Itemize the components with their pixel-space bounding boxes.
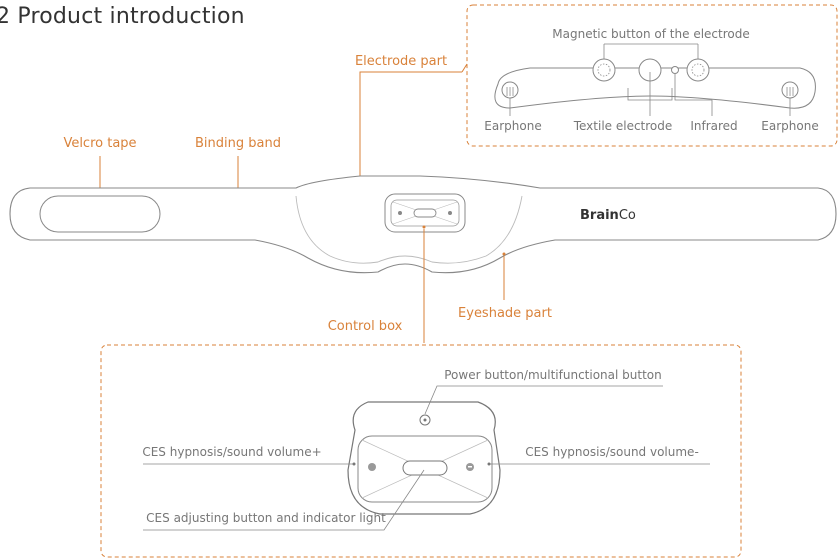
- power-button-label: Power button/multifunctional button: [444, 368, 662, 382]
- adjust-button-icon: [402, 460, 448, 476]
- velcro-tape-patch: [39, 195, 161, 233]
- magnetic-button-label: Magnetic button of the electrode: [552, 27, 749, 41]
- electrode-inset-frame: [466, 4, 838, 147]
- control-inset-frame: [100, 344, 742, 558]
- velcro-tape-label: Velcro tape: [63, 136, 136, 151]
- control-box-label: Control box: [328, 319, 403, 334]
- volume-minus-label: CES hypnosis/sound volume-: [525, 445, 699, 459]
- earphone-right-label: Earphone: [761, 119, 818, 133]
- earphone-left-label: Earphone: [484, 119, 541, 133]
- infrared-icon: [671, 66, 679, 74]
- adjust-button-label: CES adjusting button and indicator light: [146, 511, 386, 525]
- eyeshade-part-label: Eyeshade part: [458, 306, 552, 321]
- svg-text:|||: |||: [785, 87, 794, 97]
- svg-text:|||: |||: [505, 87, 514, 97]
- electrode-part-label: Electrode part: [355, 54, 447, 69]
- electrode-strip: [494, 67, 816, 109]
- binding-band-label: Binding band: [195, 136, 281, 151]
- volume-plus-label: CES hypnosis/sound volume+: [142, 445, 321, 459]
- brand-logo: BrainCo: [580, 208, 636, 223]
- magnetic-button-right-icon: [686, 58, 710, 82]
- infrared-label: Infrared: [690, 119, 737, 133]
- textile-electrode-label: Textile electrode: [573, 119, 673, 133]
- volume-plus-button-icon: [368, 463, 376, 471]
- magnetic-button-left-icon: [592, 58, 616, 82]
- page-title: 2 Product introduction: [0, 4, 245, 29]
